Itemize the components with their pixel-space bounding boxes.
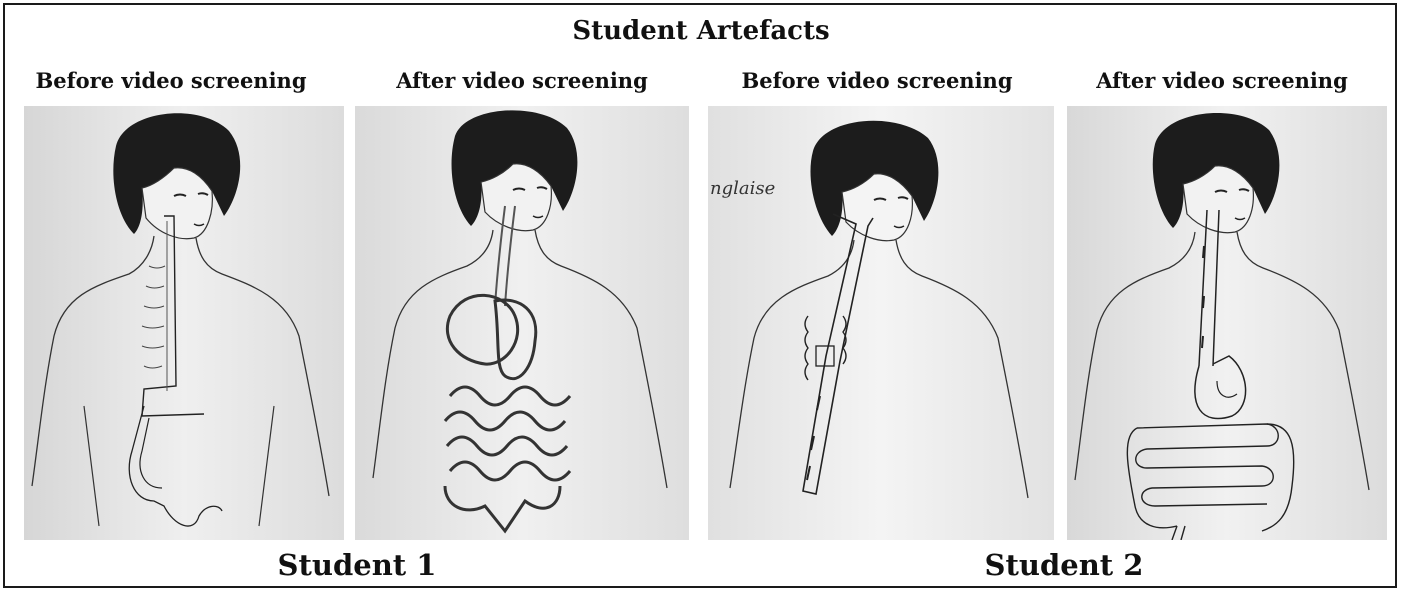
handwritten-name: nglaise (710, 178, 775, 199)
student-2-label: Student 2 (899, 548, 1229, 582)
artefact-drawing-student1-after (355, 106, 689, 540)
student-1-label: Student 1 (192, 548, 522, 582)
panel-caption-4: After video screening (1057, 68, 1387, 93)
figure-title: Student Artefacts (0, 16, 1402, 46)
panel-caption-2: After video screening (357, 68, 687, 93)
panel-caption-1: Before video screening (6, 68, 336, 93)
artefact-drawing-student2-after (1067, 106, 1387, 540)
panel-caption-3: Before video screening (712, 68, 1042, 93)
artefact-drawing-student1-before (24, 106, 344, 540)
artefact-drawing-student2-before: nglaise (708, 106, 1054, 540)
